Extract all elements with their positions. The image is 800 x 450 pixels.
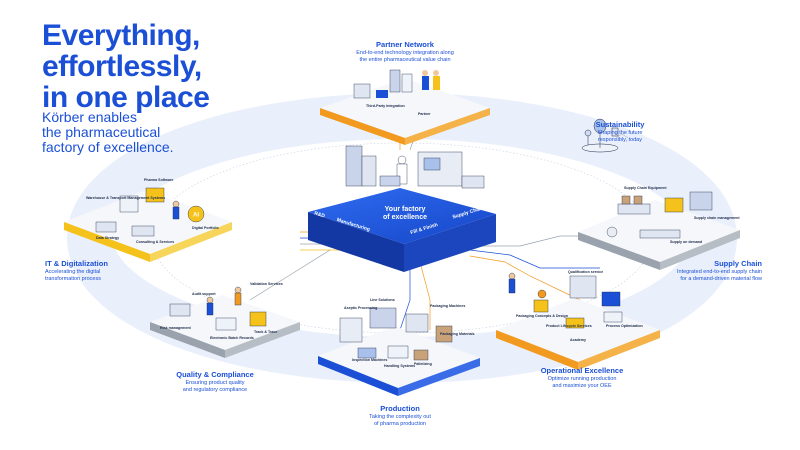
label-aseptic-processing: Aseptic Processing xyxy=(344,306,378,310)
partner-network-title: Partner Network xyxy=(376,40,434,49)
supply-illustration xyxy=(606,191,713,239)
label-pharma-software: Pharma Software xyxy=(144,178,174,182)
partner-desc-line-1: End-to-end technology integration along xyxy=(356,50,454,56)
label-packaging-concepts: Packaging Concepts & Design xyxy=(516,314,568,318)
center-title-line-1: Your factory xyxy=(384,206,426,213)
label-warehouse-transport: Warehouse & Transport Management Systems xyxy=(86,196,166,200)
it-digitalization-desc: Accelerating the digital transformation … xyxy=(45,269,101,282)
label-risk-management: Risk management xyxy=(160,326,191,330)
production-desc-line-2: of pharma production xyxy=(374,420,426,427)
label-qualification-service: Qualification service xyxy=(568,270,604,274)
label-packaging-materials: Packaging Materials xyxy=(440,332,475,336)
quality-compliance-title: Quality & Compliance xyxy=(176,370,254,379)
label-product-lifecycle: Product Lifecycle Services xyxy=(546,324,592,328)
center-block xyxy=(308,188,496,272)
production-title: Production xyxy=(380,404,420,413)
operational-illustration xyxy=(508,272,623,329)
production-desc-line-1: Taking the complexity out xyxy=(369,414,431,420)
operational-desc-line-1: Optimize running production xyxy=(547,376,617,382)
label-electronic-batch-records: Electronic Batch Records xyxy=(210,336,254,340)
sustainability-desc-line-1: Shaping the future xyxy=(597,130,643,136)
ai-badge-text: AI xyxy=(193,213,199,219)
partner-illustration xyxy=(353,69,440,99)
it-platform xyxy=(64,190,232,262)
label-inspection-machines: Inspection Machines xyxy=(352,358,388,362)
quality-desc-line-1: Ensuring product quality xyxy=(185,380,245,386)
label-track-trace: Track & Trace xyxy=(254,330,278,334)
operational-platform xyxy=(496,298,660,370)
label-supply-on-demand: Supply on demand xyxy=(670,240,703,244)
operational-excellence-title: Operational Excellence xyxy=(540,366,624,375)
label-partner: Partner xyxy=(418,112,431,116)
sustainability-title: Sustainability xyxy=(595,120,645,129)
it-desc-line-1: Accelerating the digital xyxy=(45,269,101,275)
subtitle-line-3: factory of excellence. xyxy=(42,139,174,155)
label-handling-systems: Handling Systems xyxy=(384,364,416,368)
label-validation-services: Validation Services xyxy=(250,282,283,286)
it-digitalization-title: IT & Digitalization xyxy=(45,259,108,268)
label-process-optimization: Process Optimization xyxy=(606,324,643,328)
center-title-line-2: of excellence xyxy=(383,214,427,221)
supply-chain-title: Supply Chain xyxy=(714,259,762,268)
sustainability-illustration xyxy=(581,118,629,153)
headline-line-3: in one place xyxy=(42,81,210,114)
label-digital-portfolio: Digital Portfolio xyxy=(192,226,219,230)
center-factory-illustration xyxy=(345,145,485,189)
headline-line-1: Everything, xyxy=(42,19,200,52)
label-academy: Academy xyxy=(570,338,586,342)
partner-desc-line-2: the entire pharmaceutical value chain xyxy=(359,56,451,63)
quality-desc-line-2: and regulatory compliance xyxy=(182,386,248,393)
operational-excellence-desc: Optimize running production and maximize… xyxy=(522,376,642,389)
operational-desc-line-2: and maximize your OEE xyxy=(552,382,612,389)
quality-illustration xyxy=(169,286,267,331)
label-supply-chain-equipment: Supply Chain Equipment xyxy=(624,186,667,190)
subtitle-line-1: Körber enables xyxy=(42,109,137,125)
production-desc: Taking the complexity out of pharma prod… xyxy=(345,414,455,427)
it-desc-line-2: transformation process xyxy=(45,275,101,282)
headline-subtitle: Körber enables the pharmaceutical factor… xyxy=(42,110,174,155)
label-third-party-integration: Third-Party Integration xyxy=(366,104,405,108)
sustainability-desc-line-2: responsibly, today xyxy=(598,136,642,143)
supply-desc-line-2: for a demand-driven material flow xyxy=(680,275,762,282)
production-illustration xyxy=(339,307,453,361)
supply-chain-desc: Integrated end-to-end supply chain for a… xyxy=(630,269,762,282)
label-consulting-services: Consulting & Services xyxy=(136,240,175,244)
label-audit-support: Audit support xyxy=(192,292,216,296)
headline-line-2: effortlessly, xyxy=(42,50,202,83)
label-supply-chain-management: Supply chain management xyxy=(694,216,740,220)
subtitle-line-2: the pharmaceutical xyxy=(42,124,161,140)
sustainability-desc: Shaping the future responsibly, today xyxy=(575,130,665,143)
label-packaging-machines: Packaging Machines xyxy=(430,304,466,308)
main-headline: Everything, effortlessly, in one place xyxy=(42,19,210,114)
label-palletizing: Palletizing xyxy=(414,362,432,366)
label-data-strategy: Data Strategy xyxy=(96,236,120,240)
it-illustration xyxy=(95,187,205,237)
partner-network-desc: End-to-end technology integration along … xyxy=(330,50,480,63)
quality-compliance-desc: Ensuring product quality and regulatory … xyxy=(160,380,270,393)
supply-desc-line-1: Integrated end-to-end supply chain xyxy=(676,269,762,275)
label-line-solutions: Line Solutions xyxy=(370,298,395,302)
center-title: Your factory of excellence xyxy=(370,206,440,222)
